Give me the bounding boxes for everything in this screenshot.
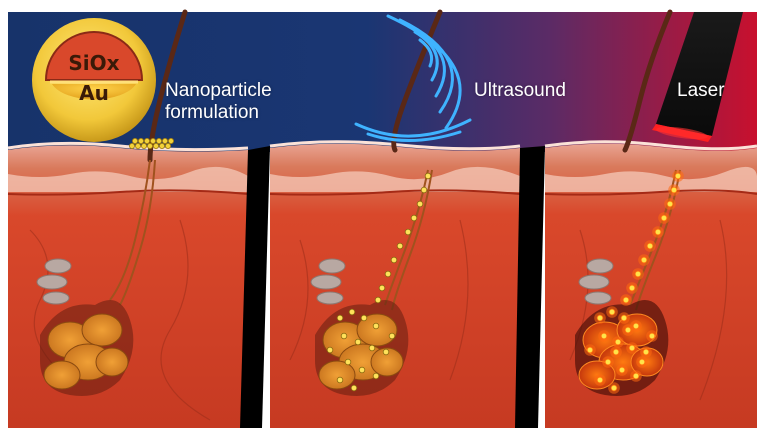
nanoparticle-formulation-label: Nanoparticle formulation [165,80,272,124]
nanoparticle-label-line2: formulation [165,102,272,124]
ultrasound-label: Ultrasound [474,80,566,102]
nanoparticle-label-line1: Nanoparticle [165,80,272,102]
nanoparticle-core-label: Au [79,81,109,105]
nanoparticle-sphere-icon: SiOx Au [32,18,156,142]
laser-label: Laser [677,80,725,102]
skin-panel-3 [545,144,757,428]
panel-divider-2 [515,146,545,428]
nanoparticle-shell-label: SiOx [68,51,119,75]
particles-on-skin [129,138,173,148]
